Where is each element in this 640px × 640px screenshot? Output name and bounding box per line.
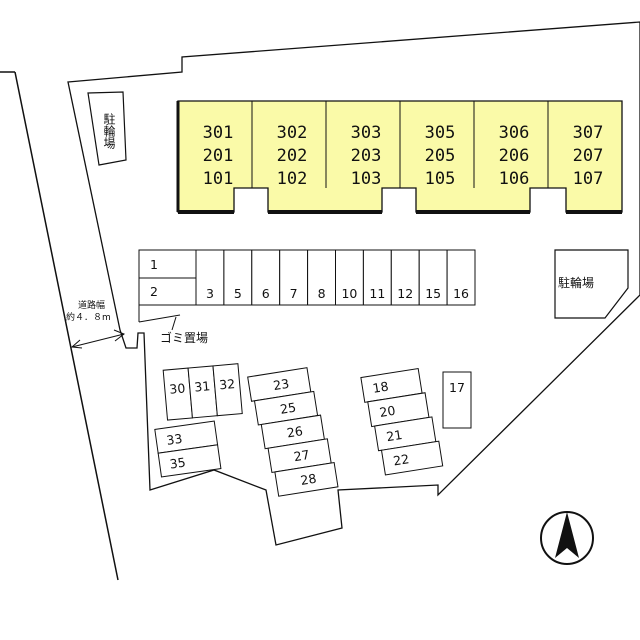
parking-slot-number: 30 bbox=[169, 380, 186, 396]
parking-slot-box bbox=[390, 249, 420, 306]
unit-number: 107 bbox=[573, 169, 604, 189]
parking-slot-number: 11 bbox=[369, 286, 385, 301]
north-arrow-icon bbox=[540, 511, 594, 565]
bike-parking-right-box bbox=[554, 249, 629, 319]
unit-number: 205 bbox=[425, 146, 456, 166]
parking-slot-number: 15 bbox=[425, 286, 441, 301]
unit-number: 202 bbox=[277, 146, 308, 166]
parking-slot-number: 1 bbox=[150, 257, 158, 272]
parking-slot-number: 22 bbox=[392, 451, 410, 468]
parking-slot-number: 28 bbox=[299, 471, 317, 488]
parking-slot-box bbox=[138, 249, 197, 279]
parking-slot-box bbox=[274, 462, 339, 497]
parking-slot-box bbox=[380, 440, 444, 476]
road-width-arrow bbox=[71, 333, 125, 348]
parking-group-a: 30 31 32 bbox=[162, 363, 243, 421]
parking-slot-number: 17 bbox=[449, 380, 465, 395]
unit-number: 303 bbox=[351, 123, 382, 143]
parking-slot-box bbox=[157, 444, 222, 478]
bike-parking-right: 駐輪場 bbox=[554, 249, 629, 319]
parking-slot-box bbox=[446, 249, 476, 306]
parking-slot-17: 17 bbox=[442, 371, 472, 429]
unit-number: 306 bbox=[499, 123, 530, 143]
road-width-label: 道路幅 bbox=[78, 299, 105, 311]
parking-slot-box bbox=[138, 277, 197, 306]
garbage-area-label: ゴミ置場 bbox=[160, 330, 208, 345]
unit-number: 106 bbox=[499, 169, 530, 189]
parking-slot-box bbox=[251, 249, 281, 306]
unit-number: 305 bbox=[425, 123, 456, 143]
unit-number: 201 bbox=[203, 146, 234, 166]
parking-slot-number: 27 bbox=[293, 447, 311, 464]
parking-slot-number: 26 bbox=[286, 423, 304, 440]
parking-slot-number: 2 bbox=[150, 284, 158, 299]
road: 道路幅 約４．８m bbox=[0, 71, 125, 581]
arrow-head-right bbox=[113, 329, 125, 342]
parking-slot-box bbox=[212, 363, 243, 417]
parking-slot-number: 31 bbox=[194, 378, 211, 394]
parking-slot-number: 23 bbox=[272, 376, 290, 393]
parking-slot-number: 6 bbox=[262, 286, 270, 301]
unit-number: 207 bbox=[573, 146, 604, 166]
parking-slot-box bbox=[195, 249, 225, 306]
road-width-value: 約４．８m bbox=[66, 311, 111, 323]
parking-slot-box bbox=[335, 249, 364, 306]
bike-parking-right-label: 駐輪場 bbox=[558, 275, 594, 290]
parking-slot-box bbox=[362, 249, 392, 306]
parking-slot-number: 3 bbox=[206, 286, 214, 301]
unit-number: 102 bbox=[277, 169, 308, 189]
site-boundary bbox=[67, 21, 640, 546]
compass-needle bbox=[555, 512, 579, 558]
unit-number: 203 bbox=[351, 146, 382, 166]
unit-number: 302 bbox=[277, 123, 308, 143]
bike-parking-left-label: 駐輪場 bbox=[102, 112, 116, 150]
parking-slot-number: 33 bbox=[165, 431, 183, 448]
unit-number: 105 bbox=[425, 169, 456, 189]
arrow-head-left bbox=[70, 339, 83, 349]
parking-slot-number: 32 bbox=[219, 376, 236, 392]
road-edge-left-diagonal bbox=[14, 71, 119, 581]
parking-slot-number: 35 bbox=[169, 455, 187, 472]
parking-group-c: 18 20 21 22 bbox=[360, 367, 444, 476]
unit-number: 206 bbox=[499, 146, 530, 166]
garbage-pointer bbox=[171, 316, 177, 331]
parking-slot-number: 25 bbox=[279, 399, 297, 416]
parking-slot-number: 10 bbox=[341, 286, 357, 301]
apartment-building: 301 201 101 302 202 102 303 203 103 305 205 105 306 2… bbox=[176, 100, 623, 214]
parking-group-b: 23 25 26 27 28 bbox=[247, 367, 339, 497]
garbage-divider bbox=[138, 314, 181, 323]
parking-slot-number: 21 bbox=[385, 427, 403, 444]
parking-slot-number: 12 bbox=[397, 286, 413, 301]
parking-slot-number: 8 bbox=[318, 286, 326, 301]
parking-top-row: 3 5 6 7 8 10 11 12 15 16 bbox=[195, 249, 476, 306]
unit-number: 103 bbox=[351, 169, 382, 189]
parking-slot-number: 18 bbox=[372, 378, 390, 395]
parking-slot-box bbox=[307, 249, 337, 306]
unit-number: 301 bbox=[203, 123, 234, 143]
parking-slot-number: 5 bbox=[234, 286, 242, 301]
parking-slot-number: 20 bbox=[378, 403, 396, 420]
parking-slot-number: 7 bbox=[290, 286, 298, 301]
parking-slot-box bbox=[442, 371, 472, 429]
bike-parking-left: 駐輪場 bbox=[87, 91, 127, 166]
unit-number: 101 bbox=[203, 169, 234, 189]
bike-parking-left-box bbox=[87, 91, 127, 166]
unit-number: 307 bbox=[573, 123, 604, 143]
parking-slot-number: 16 bbox=[453, 286, 469, 301]
parking-slot-box bbox=[223, 249, 253, 306]
